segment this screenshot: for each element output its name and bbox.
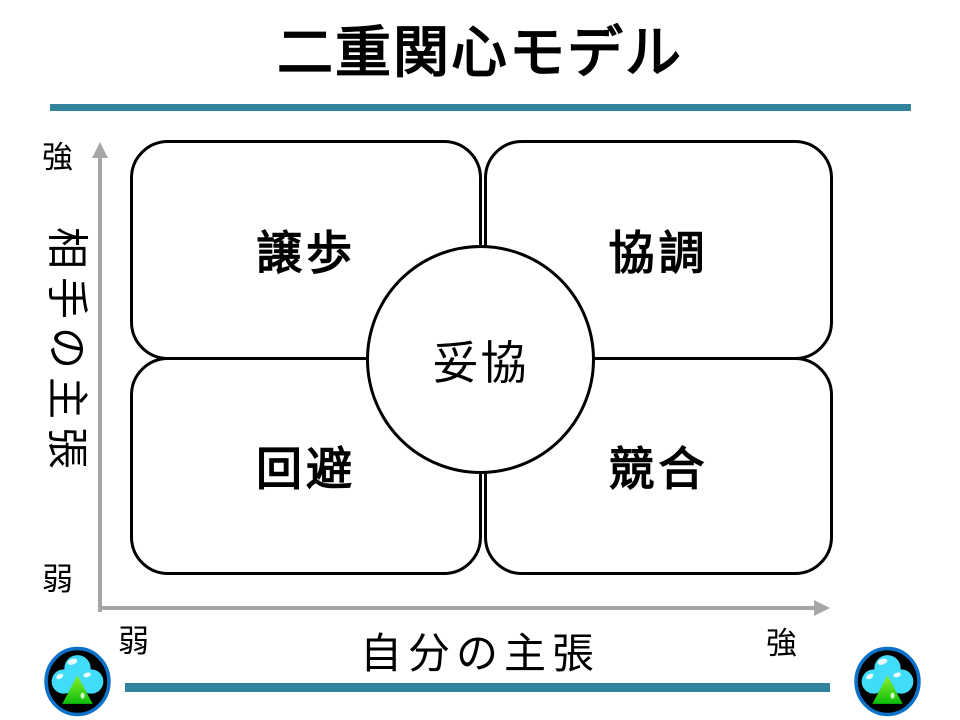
center-compromise-label: 妥協 bbox=[432, 336, 529, 389]
title-underline bbox=[50, 104, 911, 111]
club-clover-logo-icon bbox=[854, 646, 921, 717]
quadrant-collaborate-label: 協調 bbox=[608, 227, 709, 279]
quadrant-yield-label: 譲歩 bbox=[256, 227, 356, 279]
x-axis-right-tick-label: 強 bbox=[766, 626, 797, 661]
x-axis-arrowhead-icon bbox=[814, 600, 830, 616]
footer-rule bbox=[125, 683, 830, 692]
slide-title: 二重関心モデル bbox=[277, 21, 683, 84]
y-axis-bottom-tick-label: 弱 bbox=[42, 562, 73, 597]
y-axis-arrowhead-icon bbox=[92, 142, 108, 158]
club-clover-logo-icon bbox=[44, 646, 111, 717]
x-axis-title: 自分の主張 bbox=[359, 630, 600, 677]
y-axis-title: 相手の主張 bbox=[43, 226, 91, 478]
quadrant-compete-label: 競合 bbox=[608, 443, 709, 495]
center-compromise-circle: 妥協 bbox=[366, 245, 595, 474]
y-axis-top-tick-label: 強 bbox=[42, 140, 73, 175]
x-axis-left-tick-label: 弱 bbox=[118, 624, 149, 659]
quadrant-avoid-label: 回避 bbox=[256, 443, 356, 495]
